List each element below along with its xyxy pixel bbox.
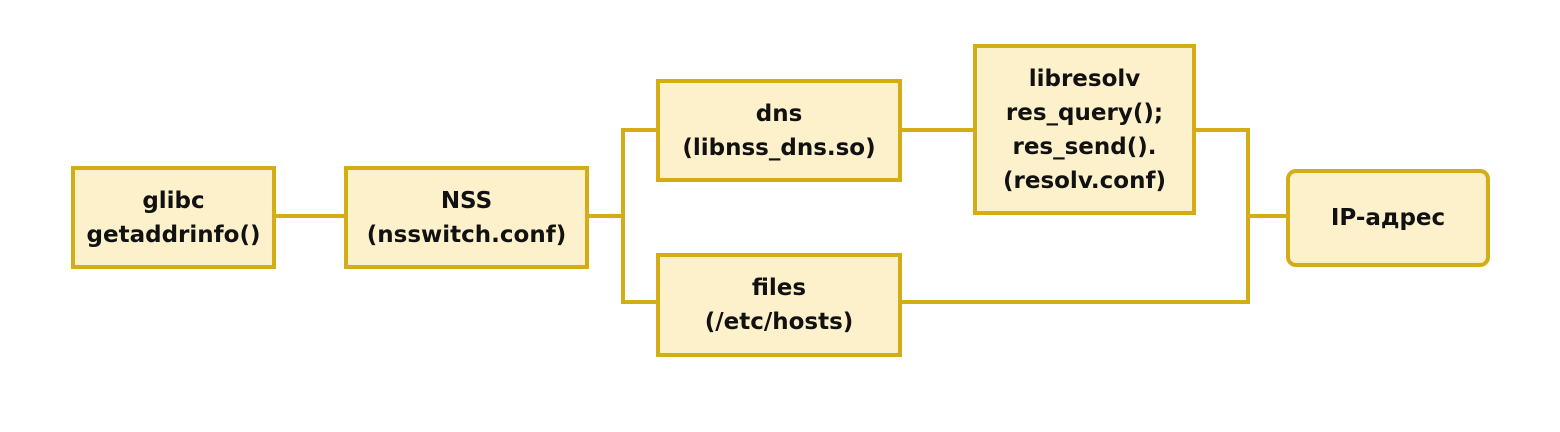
node-libresolv-line-1: libresolv xyxy=(1028,65,1141,92)
node-libresolv-line-3: res_send(). xyxy=(1012,133,1157,160)
node-files: files (/etc/hosts) xyxy=(656,253,902,357)
edge-nss-files xyxy=(621,216,656,304)
node-glibc-line-1: glibc xyxy=(142,187,205,214)
node-dns-line-1: dns xyxy=(755,100,803,127)
edge-files-ip xyxy=(902,216,1250,304)
node-nss-line-1: NSS xyxy=(440,187,493,214)
edge-nss-dns xyxy=(589,128,656,218)
node-nss: NSS (nsswitch.conf) xyxy=(344,166,589,269)
node-ip-address-label: IP-адрес xyxy=(1330,205,1446,231)
node-libresolv: libresolv res_query(); res_send(). (reso… xyxy=(973,44,1196,215)
node-dns: dns (libnss_dns.so) xyxy=(656,79,902,182)
node-files-line-1: files xyxy=(751,275,807,301)
node-glibc: glibc getaddrinfo() xyxy=(71,166,276,269)
node-dns-line-2: (libnss_dns.so) xyxy=(682,134,876,161)
edge-libresolv-ip xyxy=(1196,128,1286,218)
node-ip-address: IP-адрес xyxy=(1286,169,1490,267)
node-files-line-2: (/etc/hosts) xyxy=(704,309,854,335)
node-libresolv-line-2: res_query(); xyxy=(1005,99,1164,126)
node-glibc-line-2: getaddrinfo() xyxy=(86,221,261,248)
node-libresolv-line-4: (resolv.conf) xyxy=(1002,167,1166,194)
node-nss-line-2: (nsswitch.conf) xyxy=(366,221,567,248)
